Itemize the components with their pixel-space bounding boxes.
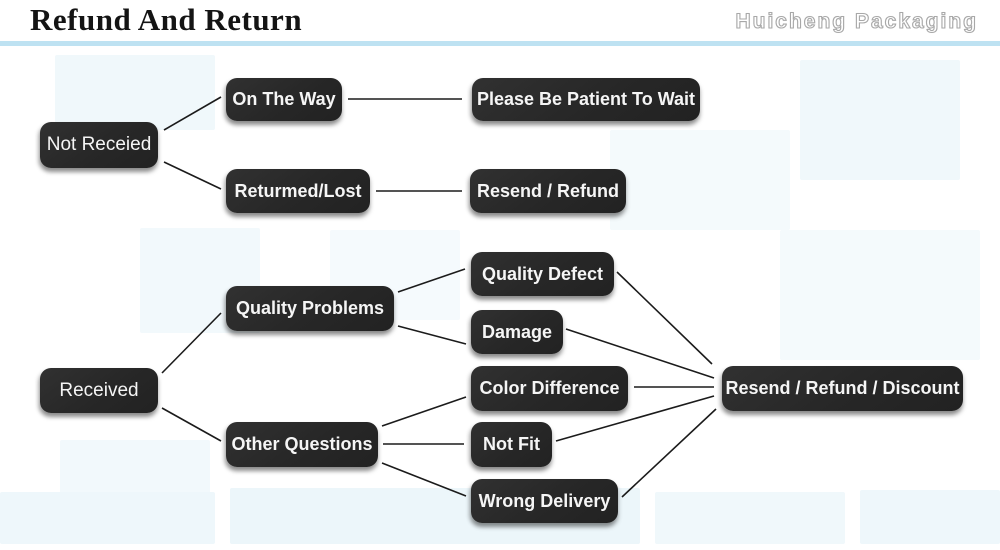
connector-line bbox=[381, 396, 467, 427]
node-resend-refund: Resend / Refund bbox=[470, 169, 626, 213]
background-tile bbox=[860, 490, 1000, 544]
node-on-the-way: On The Way bbox=[226, 78, 342, 121]
node-damage: Damage bbox=[471, 310, 563, 354]
node-please-be-patient: Please Be Patient To Wait bbox=[472, 78, 700, 121]
node-other-questions: Other Questions bbox=[226, 422, 378, 467]
node-quality-defect: Quality Defect bbox=[471, 252, 614, 296]
background-tile bbox=[655, 492, 845, 544]
connector-line bbox=[163, 161, 222, 190]
connector-line bbox=[616, 271, 713, 365]
background-tile bbox=[610, 130, 790, 230]
node-resend-refund-discount: Resend / Refund / Discount bbox=[722, 366, 963, 411]
node-quality-problems: Quality Problems bbox=[226, 286, 394, 331]
node-wrong-delivery: Wrong Delivery bbox=[471, 479, 618, 523]
background-tile bbox=[780, 230, 980, 360]
connector-line bbox=[161, 407, 222, 442]
page-title: Refund And Return bbox=[30, 2, 303, 37]
node-color-difference: Color Difference bbox=[471, 366, 628, 411]
connector-line bbox=[621, 408, 717, 498]
background-tile bbox=[800, 60, 960, 180]
node-not-received: Not Receied bbox=[40, 122, 158, 168]
node-returned-lost: Returmed/Lost bbox=[226, 169, 370, 213]
connector-line bbox=[397, 325, 467, 345]
background-tile bbox=[55, 55, 215, 130]
header-divider bbox=[0, 41, 1000, 46]
background-tile bbox=[0, 492, 215, 544]
node-received: Received bbox=[40, 368, 158, 413]
node-not-fit: Not Fit bbox=[471, 422, 552, 467]
brand-logo-text: Huicheng Packaging bbox=[735, 9, 978, 33]
